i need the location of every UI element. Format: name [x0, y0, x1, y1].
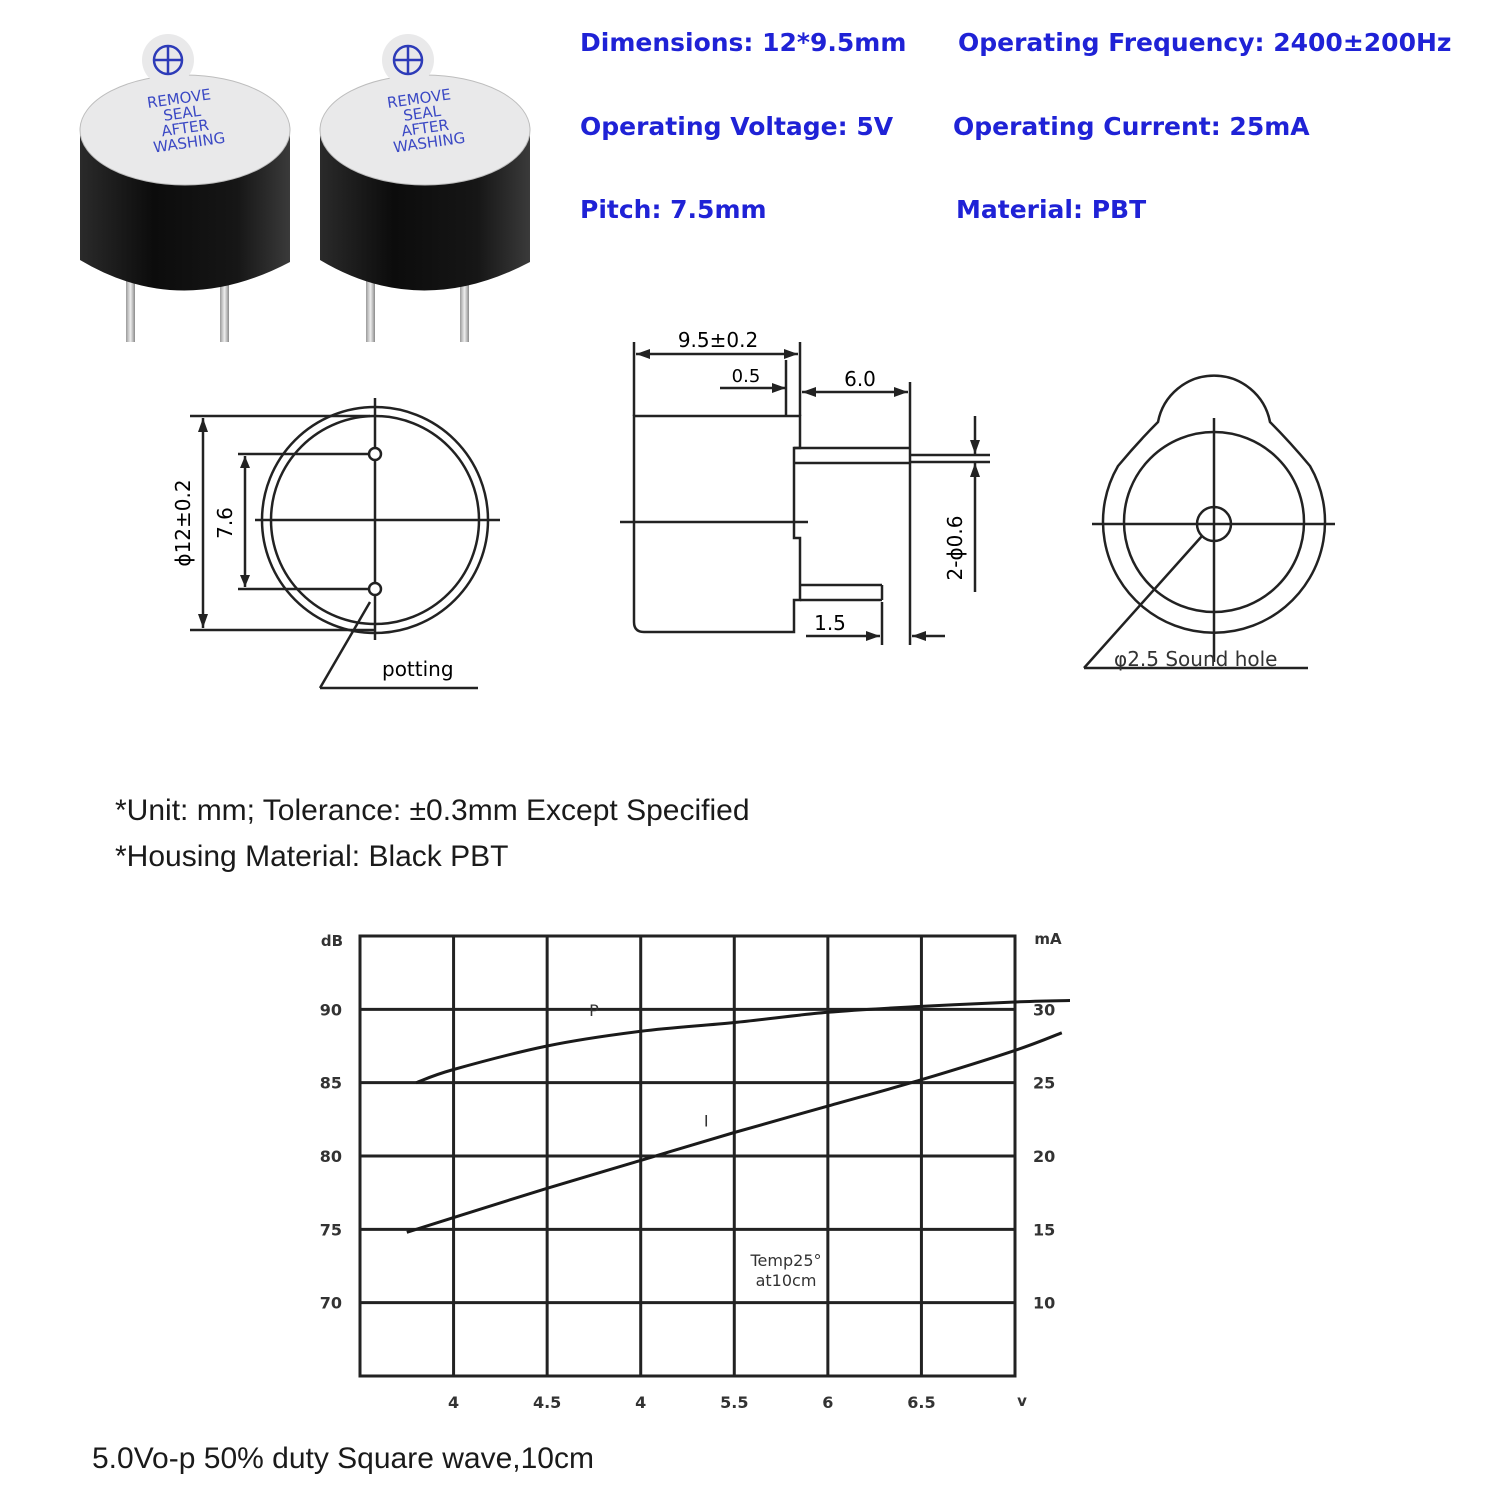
side-step-label: 0.5	[732, 366, 761, 387]
side-pin-dia-label: 2-ϕ0.6	[943, 516, 967, 581]
spec-frequency: Operating Frequency: 2400±200Hz	[958, 28, 1452, 57]
seal-text-line-2: SEAL	[402, 102, 442, 125]
front-pitch-label: 7.6	[213, 507, 237, 539]
unit-note: *Unit: mm; Tolerance: ±0.3mm Except Spec…	[115, 794, 750, 827]
y-right-tick-labels: 30 25 20 15 10	[1033, 1000, 1055, 1312]
x-tick-labels: 4 4.5 4 5.5 6 6.5	[448, 1393, 936, 1412]
seal-text-line-2: SEAL	[162, 102, 202, 125]
side-length-label: 9.5±0.2	[678, 328, 758, 352]
x-tick-label: 5.5	[720, 1393, 748, 1412]
y-left-tick-labels: 90 85 80 75 70	[320, 1000, 342, 1312]
potting-label: potting	[382, 657, 454, 681]
y-right-tick-label: 25	[1033, 1074, 1055, 1093]
top-view-drawing: φ2.5 Sound hole	[1083, 374, 1335, 671]
chart-annotation-line-2: at10cm	[756, 1271, 817, 1290]
sound-hole-label: φ2.5 Sound hole	[1114, 647, 1277, 671]
spec-pitch: Pitch: 7.5mm	[580, 195, 767, 224]
y-left-tick-label: 75	[320, 1220, 342, 1239]
y-left-tick-label: 90	[320, 1000, 342, 1019]
footer-note: 5.0Vo-p 50% duty Square wave,10cm	[92, 1442, 594, 1475]
side-pin-offset-label: 1.5	[814, 611, 846, 635]
chart-annotation-line-1: Temp25°	[750, 1251, 822, 1270]
x-unit: v	[1017, 1392, 1027, 1410]
spec-voltage: Operating Voltage: 5V	[580, 112, 894, 141]
y-left-tick-label: 80	[320, 1147, 342, 1166]
series-I-line	[406, 1031, 1063, 1234]
series-P-label: P	[589, 1001, 599, 1020]
y-right-tick-label: 15	[1033, 1220, 1055, 1239]
buzzer-photo-1: REMOVE SEAL AFTER WASHING	[79, 34, 291, 342]
side-view-drawing: 9.5±0.2 0.5 6.0 2-ϕ0.6 1.5	[620, 328, 990, 645]
spec-dimensions: Dimensions: 12*9.5mm	[580, 28, 907, 57]
y-left-unit: dB	[321, 932, 343, 950]
chart-grid	[358, 934, 1017, 1378]
housing-note: *Housing Material: Black PBT	[115, 840, 509, 873]
x-tick-label: 6	[822, 1393, 833, 1412]
y-left-tick-label: 85	[320, 1074, 342, 1093]
y-right-tick-label: 20	[1033, 1147, 1055, 1166]
x-tick-label: 6.5	[907, 1393, 935, 1412]
spec-material: Material: PBT	[956, 195, 1147, 224]
x-tick-label: 4.5	[533, 1393, 561, 1412]
y-right-tick-label: 30	[1033, 1000, 1055, 1019]
chart-curves: PI	[406, 999, 1070, 1234]
front-view-drawing: ϕ12±0.2 7.6 potting	[171, 398, 500, 690]
side-pin-length-label: 6.0	[844, 367, 876, 391]
x-tick-label: 4	[448, 1393, 459, 1412]
y-right-tick-label: 10	[1033, 1294, 1055, 1313]
y-left-tick-label: 70	[320, 1294, 342, 1313]
buzzer-photo-2: REMOVE SEAL AFTER WASHING	[319, 34, 531, 342]
x-tick-label: 4	[635, 1393, 646, 1412]
series-I-label: I	[704, 1111, 709, 1130]
y-right-unit: mA	[1034, 930, 1062, 948]
spec-current: Operating Current: 25mA	[953, 112, 1310, 141]
front-diameter-label: ϕ12±0.2	[171, 479, 195, 566]
series-P-line	[415, 999, 1070, 1085]
